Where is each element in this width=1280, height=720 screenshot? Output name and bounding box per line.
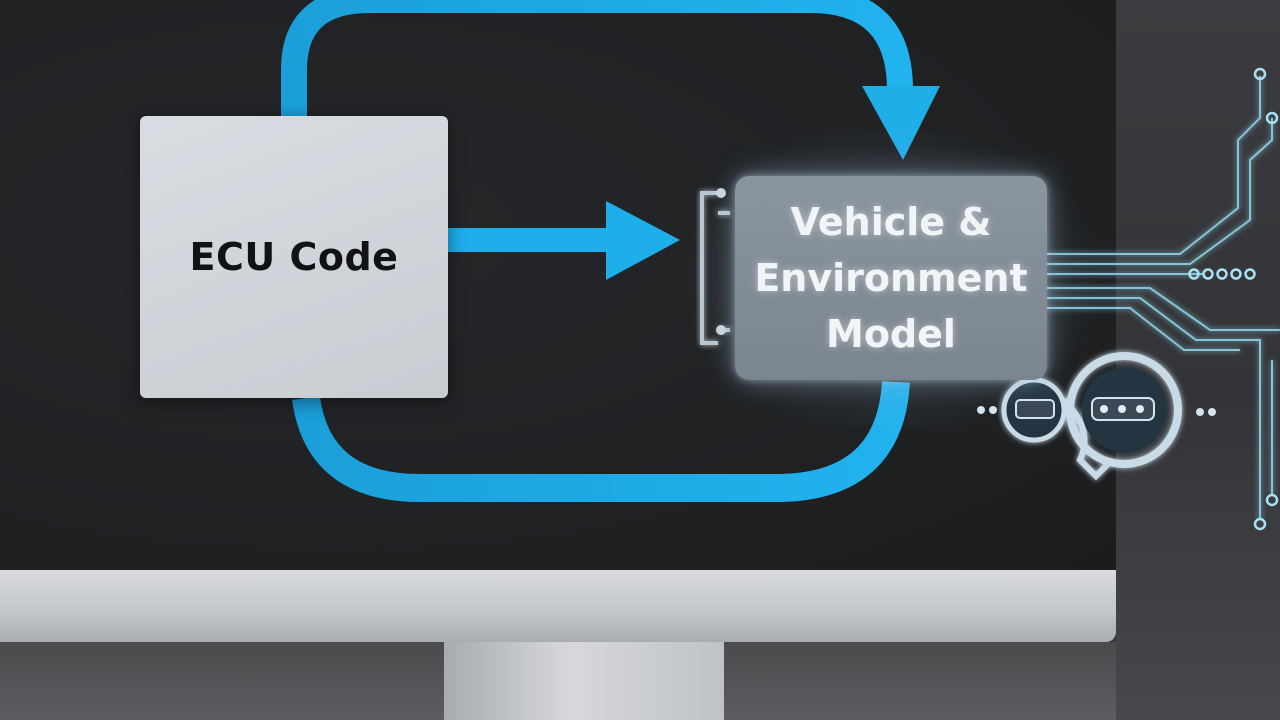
input-arrow-shaft	[448, 228, 610, 252]
ecu-code-box: ECU Code	[140, 116, 448, 398]
vehicle-environment-model-box: Vehicle & Environment Model	[735, 176, 1047, 380]
monitor-bezel	[0, 570, 1116, 642]
bottom-loop-arrow	[292, 380, 910, 502]
loop-dots	[977, 406, 1216, 416]
top-loop-arrow	[281, 0, 913, 116]
ecu-code-label: ECU Code	[189, 235, 399, 279]
infinity-loop-icon	[1001, 352, 1182, 481]
model-label: Vehicle & Environment Model	[754, 194, 1027, 362]
circuit-traces	[1047, 76, 1280, 520]
circuit-nodes	[1188, 67, 1279, 531]
model-label-line-2: Environment	[754, 256, 1028, 300]
top-loop-arrowhead	[862, 86, 940, 160]
model-label-line-1: Vehicle &	[790, 200, 992, 244]
input-arrow-head	[606, 201, 680, 280]
monitor-stand	[444, 642, 724, 720]
model-label-line-3: Model	[826, 312, 956, 356]
